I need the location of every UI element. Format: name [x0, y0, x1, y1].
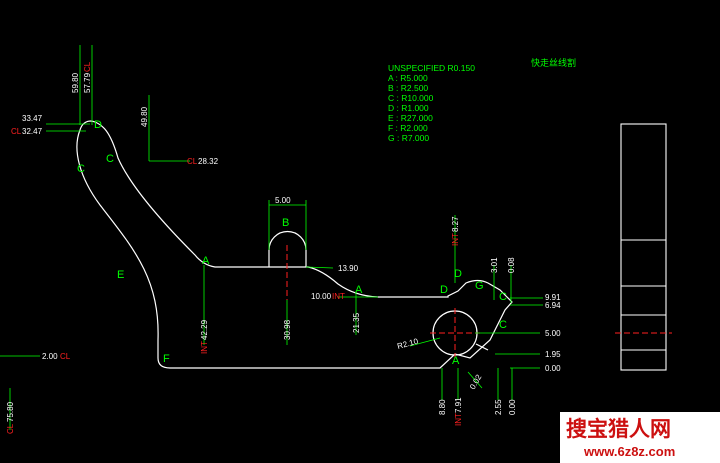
dim-int: INT: [332, 292, 345, 301]
leader-r210: [409, 337, 441, 347]
part-outline: [76, 120, 513, 369]
dim-21-35: 21.35: [352, 312, 361, 333]
side-view: [620, 123, 667, 371]
feature-letters: D C C E F A B A D D G C C A: [77, 119, 507, 367]
dim-cl-28: CL: [187, 157, 198, 166]
dim-13-90: 13.90: [338, 264, 359, 273]
dim-57-79: 57.79: [83, 72, 92, 93]
dim-0-08: 0.08: [507, 257, 516, 273]
note-radius-c: C : R10.000: [388, 93, 434, 103]
dim-28-32: 28.32: [198, 157, 219, 166]
label-g: G: [475, 280, 484, 292]
label-c-hole: C: [499, 319, 507, 331]
dim-int-791: INT: [454, 413, 463, 426]
label-e: E: [117, 269, 124, 281]
dim-5-00-b: 5.00: [275, 196, 291, 205]
centerlines: [286, 245, 672, 358]
dim-7-91: 7.91: [454, 397, 463, 413]
label-c-left: C: [77, 163, 85, 175]
leader-1390: [305, 266, 334, 269]
label-b: B: [282, 217, 289, 229]
dim-0-00-r: 0.00: [545, 364, 561, 373]
watermark: 搜宝猎人网 www.6z8z.com: [560, 412, 720, 463]
dim-cl-left: CL: [11, 127, 22, 136]
dim-r2-10: R2.10: [396, 337, 419, 351]
dim-75-80: 75.80: [6, 401, 15, 422]
dim-0-00-b: 0.00: [508, 399, 517, 415]
dimension-texts: 33.47 32.47 CL 28.32 CL 5.00 13.90 10.00…: [11, 114, 561, 373]
note-radius-e: E : R27.000: [388, 113, 433, 123]
dim-8-80: 8.80: [438, 399, 447, 415]
label-c-right: C: [499, 291, 507, 303]
watermark-bg: [560, 412, 720, 463]
vertical-dimension-texts: 59.80 57.79 CL 49.80 42.29 INT 30.98 21.…: [6, 61, 517, 434]
dim-33-47: 33.47: [22, 114, 43, 123]
dim-angle: 0.02: [468, 373, 484, 391]
dim-cl-top: CL: [83, 61, 92, 72]
note-radius-a: A : R5.000: [388, 73, 428, 83]
label-f: F: [163, 353, 170, 365]
dim-cl-200: CL: [60, 352, 71, 361]
hole-side-notch: [475, 343, 489, 351]
side-view-rect: [620, 123, 667, 371]
dim-49-80: 49.80: [140, 106, 149, 127]
dim-42-29: 42.29: [200, 319, 209, 340]
label-a-left: A: [202, 255, 210, 267]
dim-59-80: 59.80: [71, 72, 80, 93]
bump-b-dome: [268, 230, 307, 267]
notes-title: UNSPECIFIED R0.150: [388, 63, 475, 73]
leader-002: [467, 371, 483, 389]
note-radius-b: B : R2.500: [388, 83, 428, 93]
dim-6-94: 6.94: [545, 301, 561, 310]
label-d-top: D: [94, 119, 102, 131]
note-radius-f: F : R2.000: [388, 123, 428, 133]
dimension-lines: [0, 45, 543, 430]
dim-2-55: 2.55: [494, 399, 503, 415]
dim-int-42: INT: [200, 341, 209, 354]
label-c-upper: C: [106, 153, 114, 165]
note-radius-d: D : R1.000: [388, 103, 429, 113]
main-profile-outline: [76, 120, 513, 369]
watermark-url: www.6z8z.com: [583, 444, 675, 459]
dim-5-00-r: 5.00: [545, 329, 561, 338]
dim-8-27: 8.27: [451, 216, 460, 232]
dim-10-00: 10.00: [311, 292, 332, 301]
label-a-mid: A: [355, 284, 363, 296]
note-radius-g: G : R7.000: [388, 133, 429, 143]
label-a-bottom: A: [452, 355, 460, 367]
dim-int-827: INT: [451, 233, 460, 246]
dim-9-91: 9.91: [545, 293, 561, 302]
label-d-upper: D: [454, 268, 462, 280]
dim-32-47: 32.47: [22, 127, 43, 136]
dim-3-01: 3.01: [490, 257, 499, 273]
dim-1-95: 1.95: [545, 350, 561, 359]
radius-notes: UNSPECIFIED R0.150 A : R5.000 B : R2.500…: [388, 57, 576, 143]
dim-30-98: 30.98: [283, 319, 292, 340]
dim-2-00: 2.00: [42, 352, 58, 361]
dim-cl-7580: CL: [6, 423, 15, 434]
label-d-right: D: [440, 284, 448, 296]
notes-cjk-title: 快走丝线割: [531, 57, 576, 68]
watermark-main: 搜宝猎人网: [566, 417, 671, 441]
